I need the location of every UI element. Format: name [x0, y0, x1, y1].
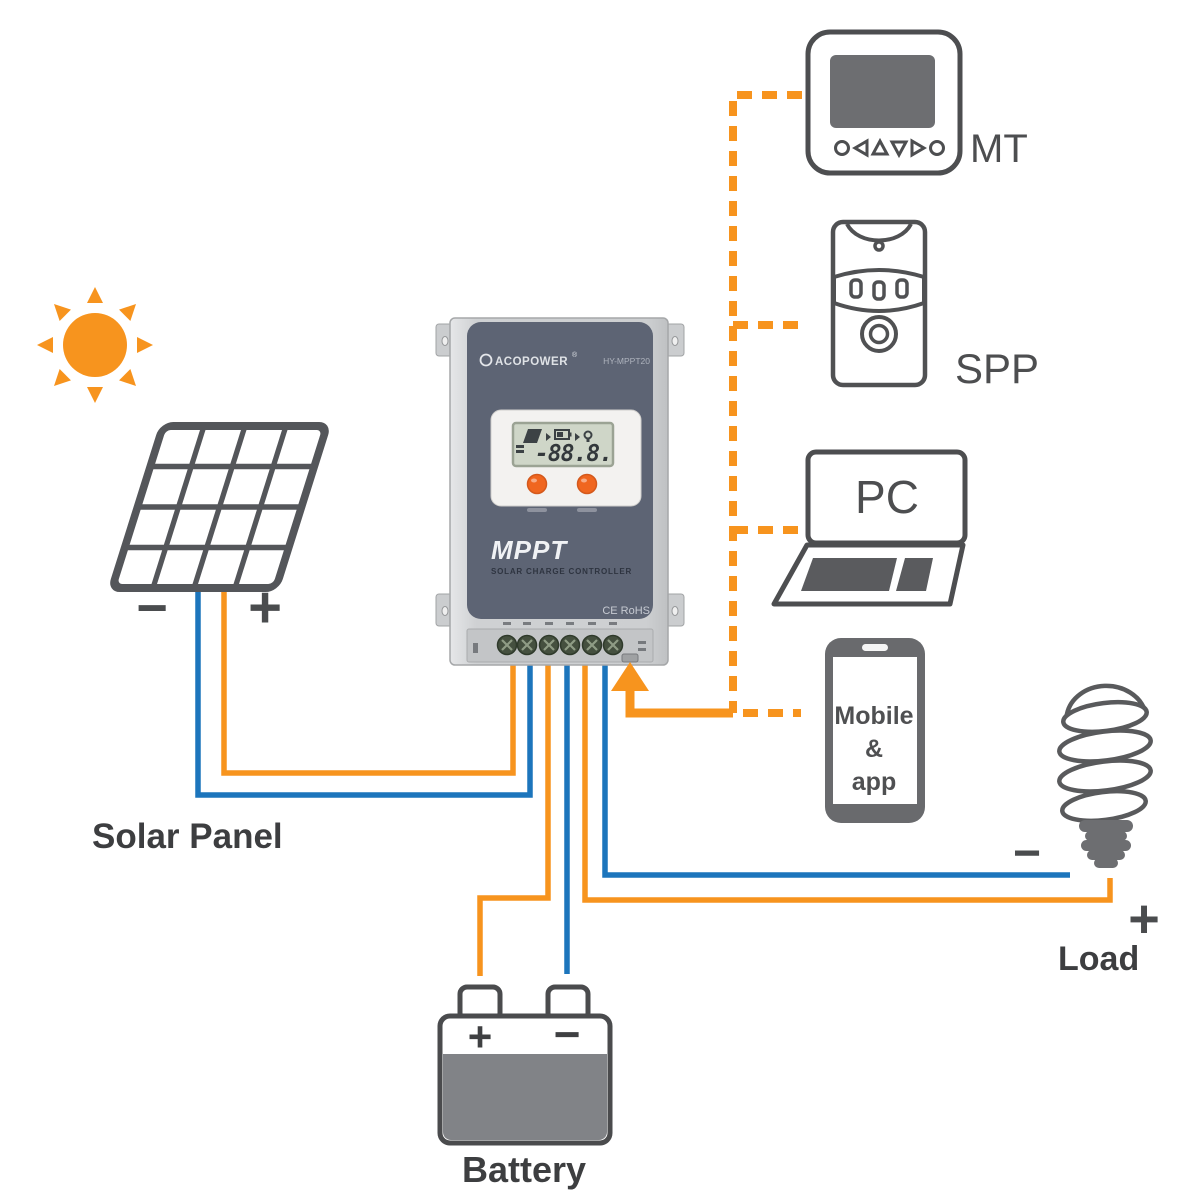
phone-speaker — [862, 644, 888, 651]
battery-minus-sign: − — [554, 1008, 581, 1060]
pc-screen — [805, 449, 968, 546]
spp-label: SPP — [955, 345, 1039, 392]
panel-minus-sign: − — [136, 578, 168, 638]
lcd-icons — [516, 429, 593, 453]
svg-text:&: & — [865, 735, 883, 763]
spp-lens-inner — [868, 323, 890, 345]
charge-controller: ACOPOWER ® HY-MPPT20 -88.8. — [435, 317, 685, 666]
controller-subtitle: SOLAR CHARGE CONTROLLER — [491, 567, 632, 576]
spp-handle-knob — [873, 240, 885, 252]
mt-label: MT — [970, 127, 1028, 171]
phone-screen — [833, 657, 917, 804]
lcd-panel-icon — [523, 429, 542, 443]
brand-text: ACOPOWER — [495, 356, 568, 368]
load-minus-wire — [602, 655, 1070, 878]
model-text: HY-MPPT20 — [603, 356, 650, 366]
svg-text:app: app — [852, 768, 896, 796]
lcd-arrow2-icon — [575, 433, 580, 441]
pv-plus-wire — [221, 592, 516, 776]
controller-title: MPPT — [491, 535, 568, 565]
pv-minus-wire — [195, 592, 533, 798]
svg-text:Mobile: Mobile — [834, 702, 913, 730]
load-minus-sign: − — [1013, 827, 1041, 880]
battery-plus-sign: + — [468, 1013, 493, 1060]
battery-icon: + − Battery — [437, 984, 613, 1190]
bulb-base — [1079, 820, 1133, 868]
comm-port — [621, 653, 639, 663]
load-plus-wire — [582, 655, 1113, 903]
brand-logo-icon — [479, 353, 493, 367]
load-label: Load — [1058, 940, 1139, 978]
solar-panel-icon: − + Solar Panel — [92, 422, 329, 856]
battery-body-gray — [443, 1054, 607, 1140]
spp-slots — [849, 278, 909, 301]
cert-mark: CE RoHS — [602, 605, 650, 617]
lcd-value: -88.8. — [535, 441, 612, 467]
mobile-phone: Mobile & app — [825, 638, 925, 823]
lcd-bulb-icon — [583, 430, 593, 440]
brand-reg-mark: ® — [572, 351, 578, 359]
bulb-coil-1 — [1060, 788, 1148, 824]
battery-label: Battery — [462, 1149, 586, 1190]
lcd-arrow-icon — [546, 433, 551, 441]
terminal-marks — [473, 622, 646, 653]
battery-plus-wire — [477, 655, 551, 976]
mt-device: MT — [805, 29, 1028, 176]
wiring — [195, 592, 1113, 976]
terminal-screws — [496, 634, 624, 656]
spp-device: SPP — [830, 219, 1039, 392]
ear-holes — [441, 336, 679, 616]
pc-keyboard — [801, 558, 897, 591]
panel-plus-sign: + — [248, 575, 282, 640]
battery-outline — [437, 1013, 613, 1146]
set-button — [576, 473, 598, 495]
controller-buttons — [526, 473, 598, 512]
cfl-bulb-icon: − + Load — [1013, 683, 1160, 978]
comm-arrow — [611, 662, 733, 718]
mt-buttons — [834, 137, 945, 159]
brand-row: ACOPOWER ® HY-MPPT20 — [479, 351, 650, 368]
load-plus-sign: + — [1128, 889, 1160, 949]
mode-button — [526, 473, 548, 495]
solar-panel-label: Solar Panel — [92, 817, 283, 856]
comm-lines — [729, 91, 802, 717]
sun-icon — [37, 287, 153, 403]
pc-label: PC — [855, 471, 919, 523]
mt-screen — [830, 55, 935, 128]
comm-bus-dashed-line — [729, 91, 802, 713]
pc-trackpad — [896, 558, 933, 591]
phone-screen-text: Mobile & app — [834, 702, 913, 796]
pc-laptop: PC — [771, 449, 968, 607]
